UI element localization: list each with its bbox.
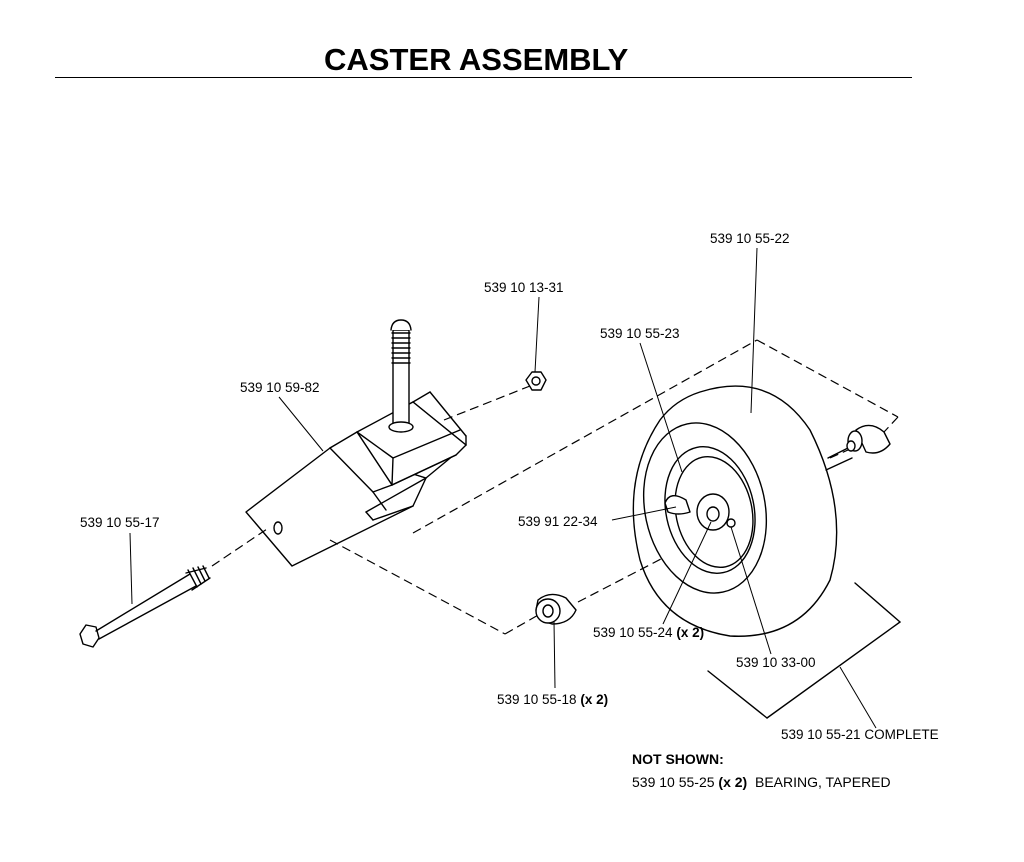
spacer-right — [846, 424, 891, 454]
label-bearing-cup: 539 10 55-24 (x 2) — [593, 625, 705, 640]
label-wheel-tire: 539 10 55-22 — [710, 231, 790, 246]
title-rule — [55, 77, 912, 78]
label-nut: 539 10 13-31 — [484, 280, 564, 295]
label-grease-fitting: 539 91 22-34 — [518, 514, 598, 529]
assembly-lines — [211, 339, 899, 635]
complete-bracket — [707, 582, 901, 719]
label-caster-yoke: 539 10 59-82 — [240, 380, 320, 395]
spacer-bottom — [535, 593, 577, 625]
bolt — [79, 565, 211, 648]
not-shown-item: 539 10 55-25 (x 2) BEARING, TAPERED — [632, 774, 891, 790]
not-shown-heading: NOT SHOWN: — [632, 751, 724, 767]
leader-lines — [129, 247, 877, 729]
label-complete: 539 10 55-21 COMPLETE — [781, 727, 939, 742]
label-spacer: 539 10 55-18 (x 2) — [497, 692, 609, 707]
page-title: CASTER ASSEMBLY — [324, 42, 629, 77]
label-bolt: 539 10 55-17 — [80, 515, 160, 530]
wheel — [632, 385, 853, 637]
king-pin — [388, 319, 414, 433]
label-fitting: 539 10 33-00 — [736, 655, 816, 670]
label-wheel-rim: 539 10 55-23 — [600, 326, 680, 341]
nut — [525, 371, 547, 391]
caster-yoke — [245, 391, 467, 567]
